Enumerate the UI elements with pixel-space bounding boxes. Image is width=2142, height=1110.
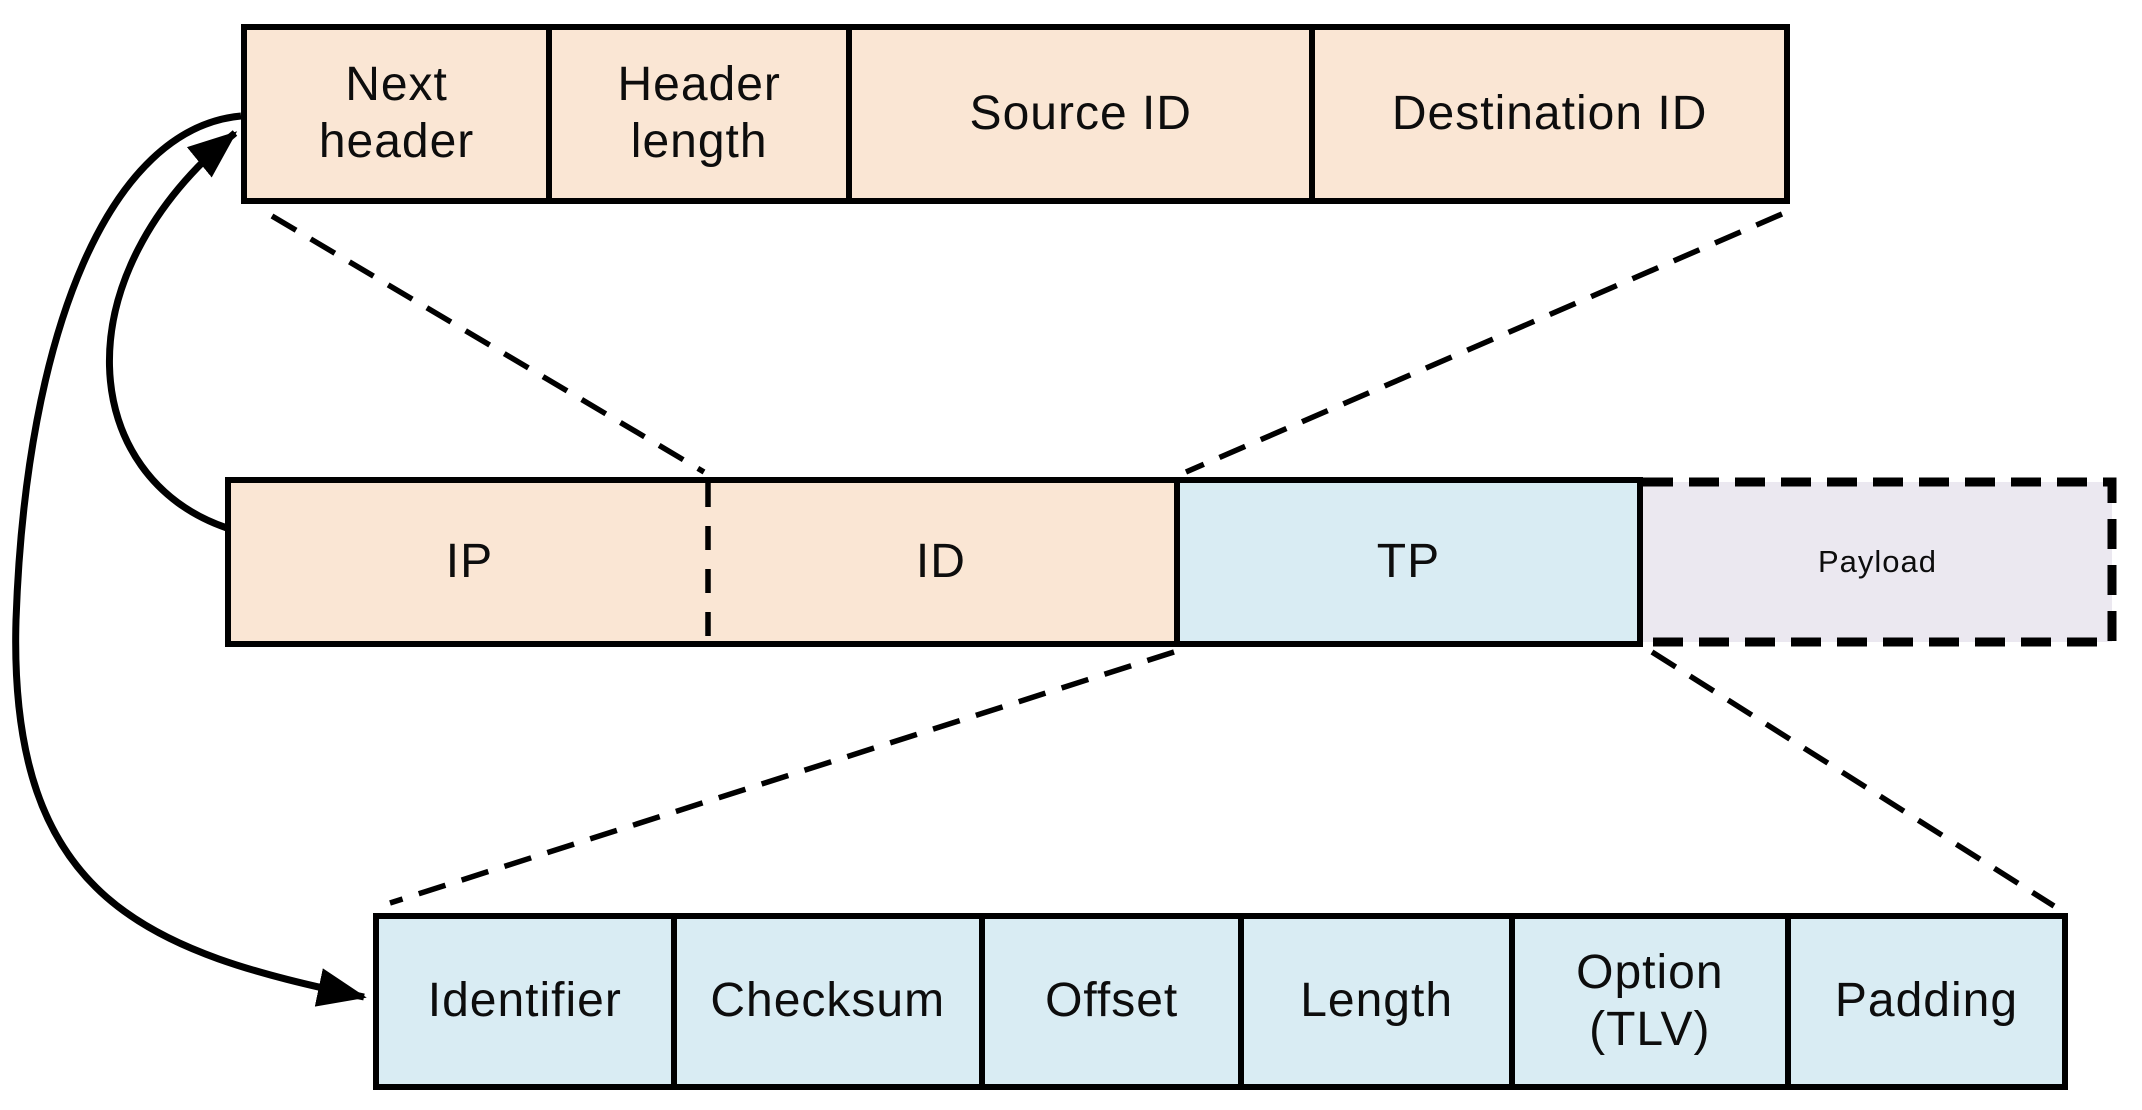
segment-id-label: ID	[915, 534, 966, 588]
field-checksum: Checksum	[676, 919, 985, 1084]
field-source-id-label: Source ID	[969, 86, 1192, 140]
expansion-line-id-right	[1184, 211, 1784, 475]
field-header-length: Header length	[552, 30, 853, 198]
field-length: Length	[1244, 919, 1515, 1084]
segment-payload-label: Payload	[1817, 543, 1938, 579]
arrow-ip-to-next-header	[105, 130, 238, 532]
field-header-length-label: Header length	[617, 58, 781, 168]
field-next-header: Next header	[247, 30, 553, 198]
field-next-header-label: Next header	[318, 58, 475, 168]
field-offset-label: Offset	[1045, 974, 1179, 1028]
field-offset: Offset	[984, 919, 1245, 1084]
expansion-line-id-left	[270, 213, 706, 475]
segment-payload: Payload	[1643, 477, 2112, 647]
field-checksum-label: Checksum	[710, 974, 946, 1028]
segment-ip-label: IP	[445, 534, 494, 588]
id-header-expansion-row: Next header Header length Source ID Dest…	[241, 24, 1790, 204]
field-padding: Padding	[1790, 919, 2062, 1084]
field-length-label: Length	[1300, 974, 1454, 1028]
field-identifier: Identifier	[379, 919, 677, 1084]
field-option-tlv: Option (TLV)	[1514, 919, 1791, 1084]
field-identifier-label: Identifier	[427, 974, 622, 1028]
field-destination-id: Destination ID	[1315, 30, 1784, 198]
segment-id: ID	[707, 483, 1180, 641]
expansion-line-tp-right	[1650, 649, 2056, 909]
field-option-tlv-label: Option (TLV)	[1576, 945, 1724, 1056]
field-padding-label: Padding	[1834, 974, 2019, 1028]
field-destination-id-label: Destination ID	[1391, 86, 1708, 140]
packet-row: IP ID TP	[225, 477, 1643, 647]
expansion-line-tp-left	[389, 649, 1175, 906]
field-source-id: Source ID	[852, 30, 1316, 198]
segment-tp-label: TP	[1376, 534, 1441, 588]
segment-ip: IP	[231, 483, 708, 641]
tp-header-expansion-row: Identifier Checksum Offset Length Option…	[373, 913, 2068, 1090]
segment-tp: TP	[1179, 483, 1638, 641]
